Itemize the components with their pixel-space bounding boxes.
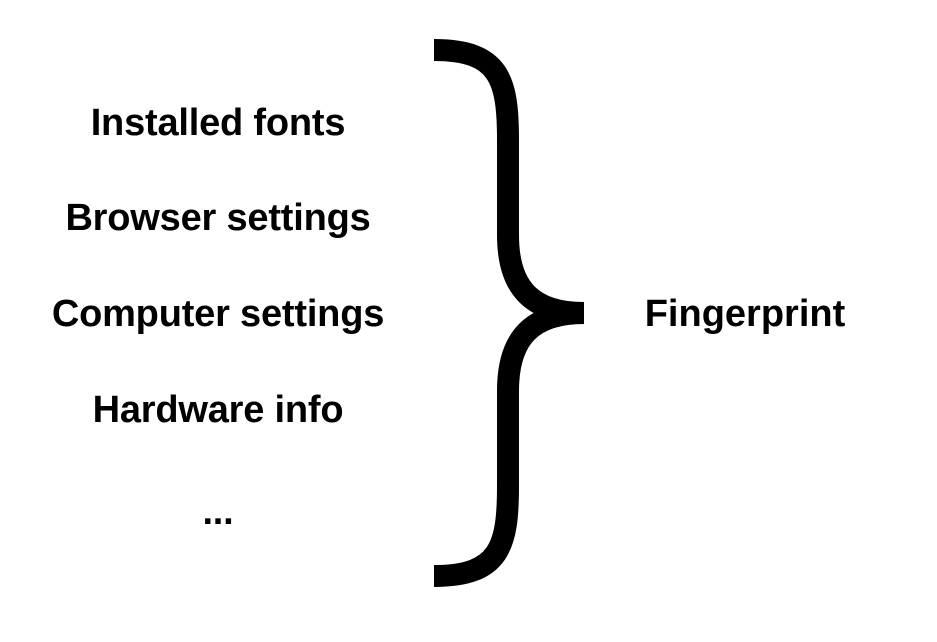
input-computer-settings: Computer settings <box>51 293 385 335</box>
input-installed-fonts: Installed fonts <box>90 102 346 144</box>
input-browser-settings: Browser settings <box>65 197 371 239</box>
output-fingerprint: Fingerprint <box>644 293 846 335</box>
input-ellipsis: ... <box>202 491 234 533</box>
input-hardware-info: Hardware info <box>92 389 344 431</box>
right-curly-brace-icon <box>433 39 585 587</box>
